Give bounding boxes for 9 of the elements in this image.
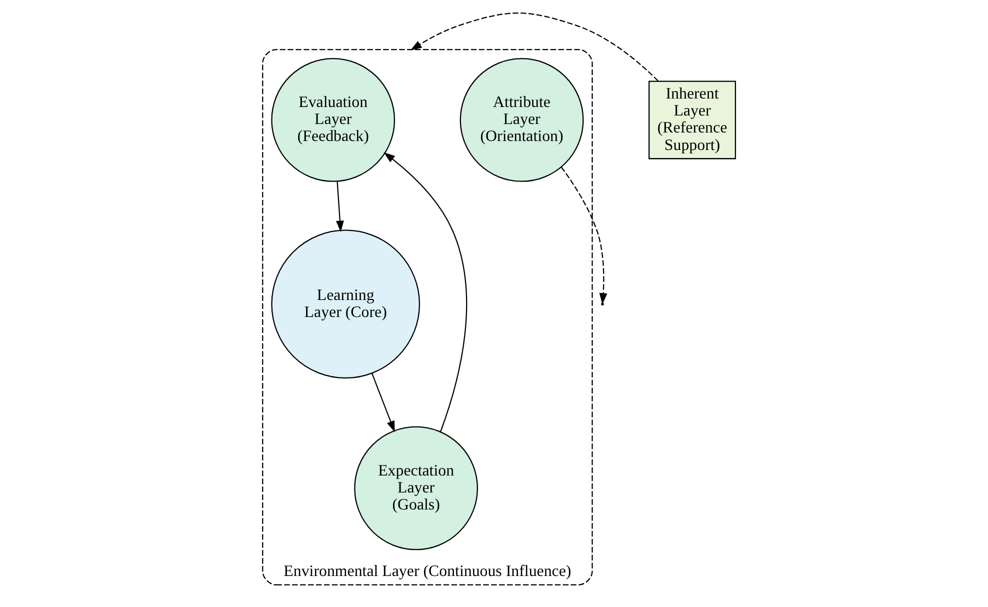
arrow — [410, 12, 658, 82]
node-circle: Learning Layer (Core) — [270, 230, 420, 379]
arrow — [560, 166, 607, 305]
node-box: Inherent Layer (Reference Support) — [648, 80, 736, 160]
arrow — [371, 373, 394, 432]
arrow — [335, 182, 344, 232]
node-circle: Expectation Layer (Goals) — [354, 426, 478, 550]
node-circle: Attribute Layer (Orientation) — [459, 58, 584, 182]
arrow — [383, 152, 467, 432]
